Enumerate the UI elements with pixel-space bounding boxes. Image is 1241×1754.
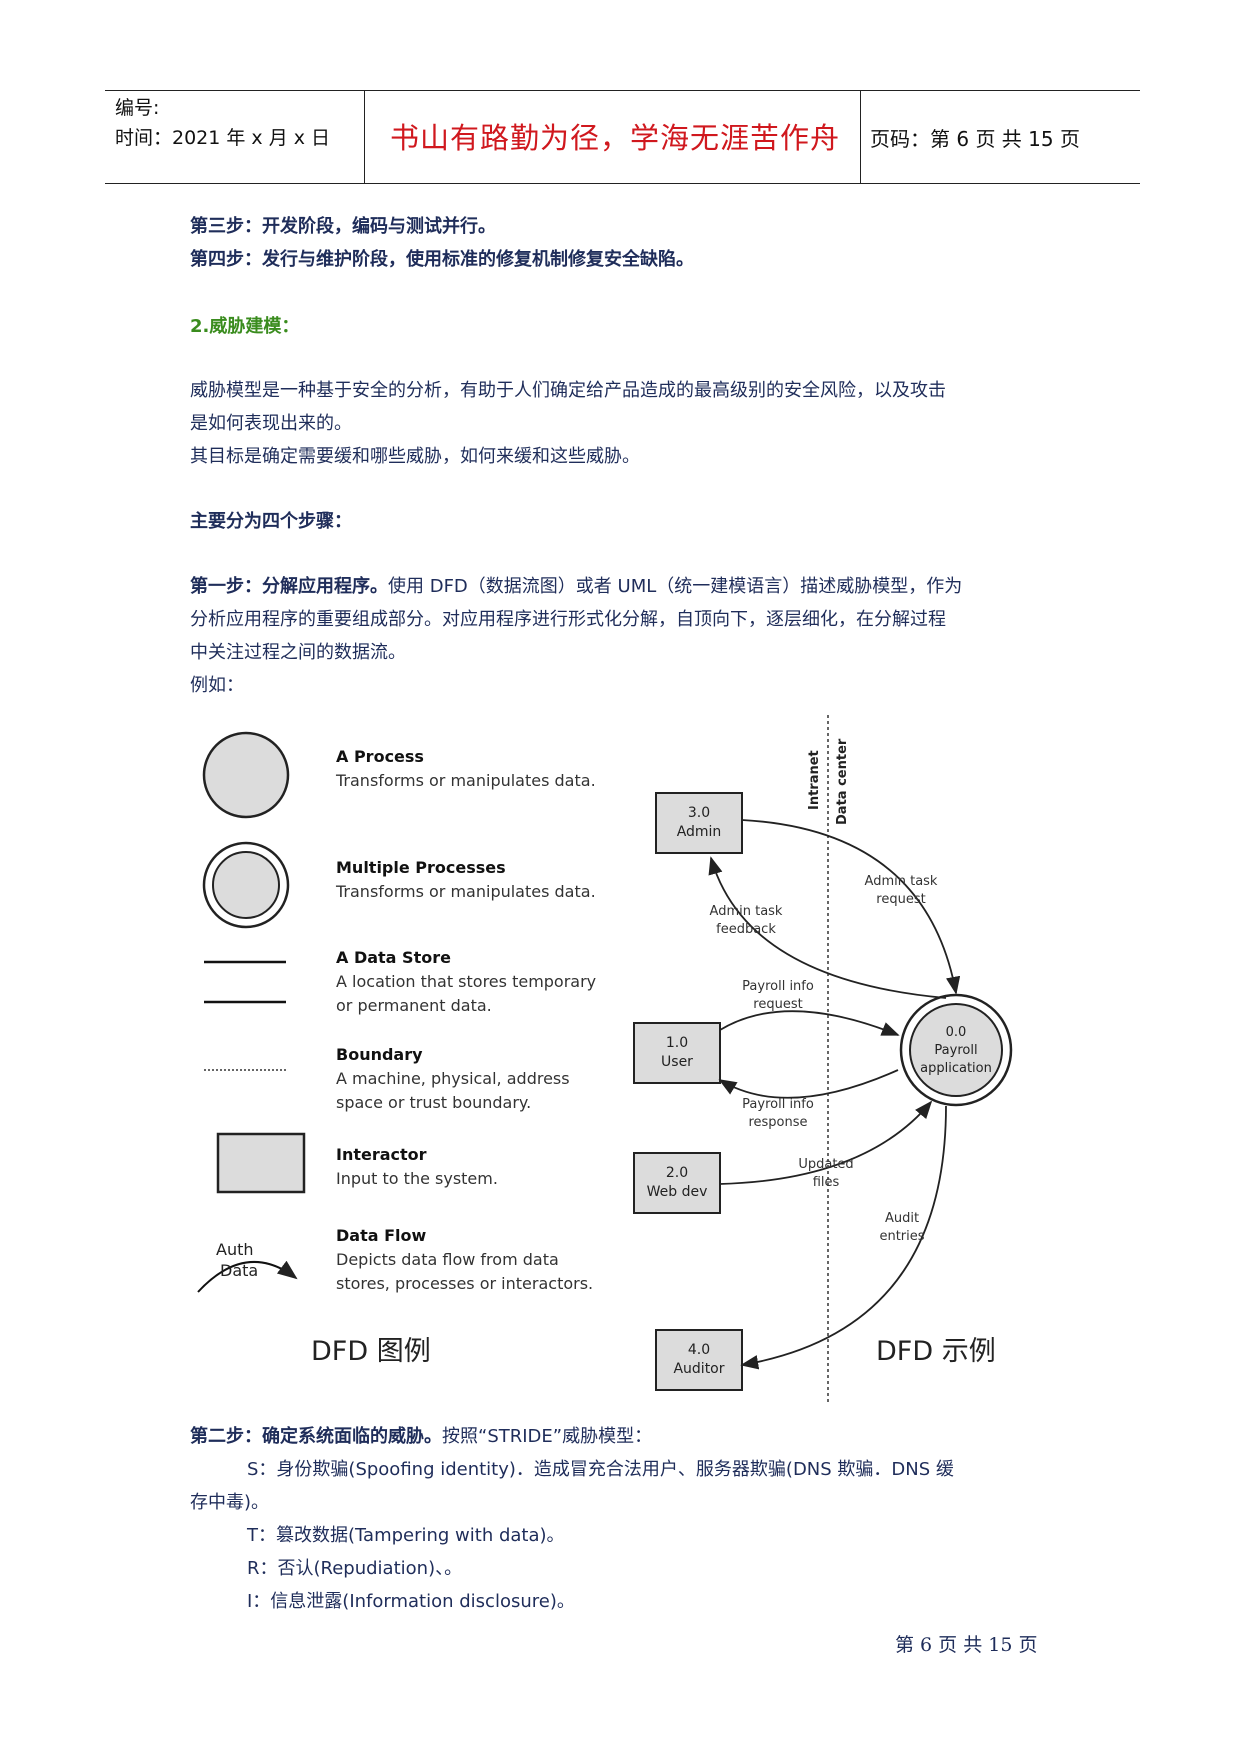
payroll-info-response-1: Payroll info <box>742 1097 814 1112</box>
legend-multi-desc: Transforms or manipulates data. <box>335 882 596 901</box>
stride-r-line: R：否认(Repudiation)、。 <box>247 1558 463 1579</box>
admin-feedback-flow <box>708 856 947 999</box>
step4-text: 第四步：发行与维护阶段，使用标准的修复机制修复安全缺陷。 <box>190 249 694 270</box>
audit-entries-1: Audit <box>885 1211 919 1226</box>
user-name: User <box>661 1054 693 1070</box>
legend-flow-label-2: Data <box>220 1261 258 1280</box>
step2-rest: 按照“STRIDE”威胁模型： <box>442 1426 653 1447</box>
payroll-request-flow <box>719 1010 900 1036</box>
interactor-shape <box>216 1132 306 1194</box>
step1-line-3: 中关注过程之间的数据流。 <box>190 642 406 663</box>
webdev-interactor <box>633 1152 721 1214</box>
legend-boundary-desc-1: A machine, physical, address <box>336 1069 570 1088</box>
intro-line-2: 是如何表现出来的。 <box>190 413 352 434</box>
payroll-name-1: Payroll <box>934 1043 977 1058</box>
payroll-info-request-1: Payroll info <box>742 979 814 994</box>
step2-line: 第二步：确定系统面临的威胁。按照“STRIDE”威胁模型： <box>190 1420 1060 1453</box>
legend-boundary-title: Boundary <box>336 1045 423 1064</box>
legend-store-desc-2: or permanent data. <box>336 996 492 1015</box>
process-shape <box>202 731 290 819</box>
legend-process-title: A Process <box>336 747 424 766</box>
updated-files-1: Updated <box>798 1157 853 1172</box>
admin-interactor <box>655 792 743 854</box>
payroll-number: 0.0 <box>946 1025 967 1040</box>
step1-rest: 使用 DFD（数据流图）或者 UML（统一建模语言）描述威胁模型，作为 <box>388 576 963 597</box>
page-header: 编号: 时间：2021 年 x 月 x 日 书山有路勤为径，学海无涯苦作舟 页码… <box>105 90 1140 184</box>
legend-flow-desc-1: Depicts data flow from data <box>336 1250 559 1269</box>
step1-bold: 第一步：分解应用程序。 <box>190 576 388 597</box>
admin-task-feedback-2: feedback <box>716 922 776 937</box>
webdev-number: 2.0 <box>666 1165 688 1181</box>
header-meta: 编号: 时间：2021 年 x 月 x 日 <box>115 93 365 153</box>
page-footer: 第 6 页 共 15 页 <box>895 1634 1038 1656</box>
user-number: 1.0 <box>666 1035 688 1051</box>
datacenter-label: Data center <box>835 738 850 825</box>
dfd-legend: A Process Transforms or manipulates data… <box>197 731 596 1367</box>
admin-task-request-2: request <box>876 892 925 907</box>
payroll-info-response-2: response <box>748 1115 807 1130</box>
step1-line-1: 第一步：分解应用程序。使用 DFD（数据流图）或者 UML（统一建模语言）描述威… <box>190 570 1060 603</box>
payroll-response-flow <box>718 1069 899 1099</box>
legend-store-desc-1: A location that stores temporary <box>336 972 596 991</box>
section-title: 2.威胁建模： <box>190 316 300 337</box>
intro-line-3: 其目标是确定需要缓和哪些威胁，如何来缓和这些威胁。 <box>190 446 640 467</box>
example-label: 例如： <box>190 675 244 696</box>
data-flow-arrow <box>197 1260 298 1293</box>
header-page-number: 页码：第 6 页 共 15 页 <box>870 127 1080 151</box>
dfd-figure: A Process Transforms or manipulates data… <box>186 710 1056 1410</box>
auditor-number: 4.0 <box>688 1342 710 1358</box>
stride-i-line: I：信息泄露(Information disclosure)。 <box>247 1591 575 1612</box>
time-label: 时间：2021 年 x 月 x 日 <box>115 127 331 149</box>
payroll-name-2: application <box>920 1061 992 1076</box>
example-caption: DFD 示例 <box>876 1336 996 1367</box>
step2-bold: 第二步：确定系统面临的威胁。 <box>190 1426 442 1447</box>
legend-interactor-title: Interactor <box>336 1145 427 1164</box>
intro-line-1: 威胁模型是一种基于安全的分析，有助于人们确定给产品造成的最高级别的安全风险，以及… <box>190 380 946 401</box>
legend-flow-title: Data Flow <box>336 1226 427 1245</box>
admin-name: Admin <box>677 824 722 840</box>
legend-store-title: A Data Store <box>336 948 451 967</box>
webdev-name: Web dev <box>647 1184 708 1200</box>
payroll-process-inner <box>909 1003 1003 1097</box>
admin-number: 3.0 <box>688 805 710 821</box>
main-steps-heading: 主要分为四个步骤： <box>190 511 352 532</box>
header-motto: 书山有路勤为径，学海无涯苦作舟 <box>389 121 840 155</box>
legend-interactor-desc: Input to the system. <box>336 1169 498 1188</box>
updated-files-flow <box>719 1100 933 1185</box>
intranet-label: Intranet <box>807 750 822 810</box>
stride-t-line: T：篡改数据(Tampering with data)。 <box>247 1525 565 1546</box>
legend-flow-label-1: Auth <box>216 1240 254 1259</box>
auditor-interactor <box>655 1329 743 1391</box>
stride-s-line-2: 存中毒)。 <box>190 1492 270 1513</box>
step1-line-2: 分析应用程序的重要组成部分。对应用程序进行形式化分解，自顶向下，逐层细化，在分解… <box>190 609 946 630</box>
admin-task-feedback-1: Admin task <box>710 904 783 919</box>
payroll-info-request-2: request <box>753 997 802 1012</box>
step3-text: 第三步：开发阶段，编码与测试并行。 <box>190 216 496 237</box>
legend-caption: DFD 图例 <box>311 1336 431 1367</box>
audit-entries-flow <box>740 1105 947 1370</box>
legend-flow-desc-2: stores, processes or interactors. <box>336 1274 593 1293</box>
stride-s-line-1: S：身份欺骗(Spoofing identity)．造成冒充合法用户、服务器欺骗… <box>247 1459 954 1480</box>
legend-process-desc: Transforms or manipulates data. <box>335 771 596 790</box>
code-label: 编号: <box>115 97 160 119</box>
header-divider <box>364 91 365 183</box>
user-interactor <box>633 1022 721 1084</box>
audit-entries-2: entries <box>879 1229 924 1244</box>
admin-request-flow <box>741 819 961 995</box>
updated-files-2: files <box>813 1175 840 1190</box>
auditor-name: Auditor <box>673 1361 724 1377</box>
legend-multi-title: Multiple Processes <box>336 858 506 877</box>
header-divider <box>860 91 861 183</box>
dfd-example: Intranet Data center 3.0 Admin 1.0 User … <box>633 715 1013 1405</box>
legend-boundary-desc-2: space or trust boundary. <box>336 1093 531 1112</box>
admin-task-request-1: Admin task <box>865 874 938 889</box>
multi-process-inner <box>212 851 280 919</box>
